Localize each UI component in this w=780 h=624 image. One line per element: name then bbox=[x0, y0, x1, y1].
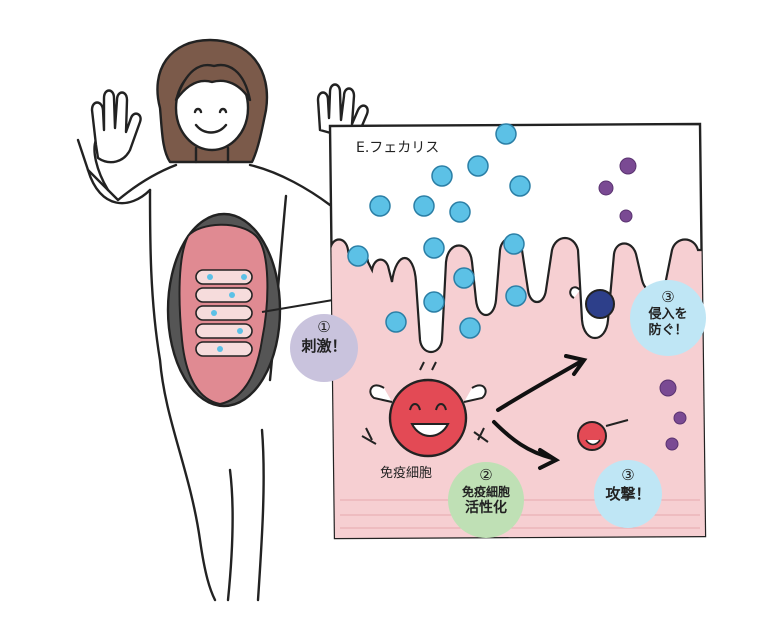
step-3b-text: 攻撃！ bbox=[605, 484, 651, 503]
step-3b-number: ③ bbox=[621, 466, 635, 484]
step-2-line2: 活性化 bbox=[465, 499, 507, 516]
blocked-pathogen bbox=[569, 286, 615, 319]
arrows bbox=[492, 354, 588, 470]
smile bbox=[194, 123, 228, 134]
badge-3b bbox=[594, 460, 662, 528]
bacteria-group bbox=[347, 123, 531, 339]
step-1-number: ① bbox=[317, 318, 331, 336]
step-2-number: ② bbox=[479, 466, 493, 484]
step-1-label: ① 刺激！ bbox=[290, 318, 358, 356]
small-immune-cell bbox=[577, 419, 629, 451]
left-hand bbox=[90, 89, 142, 164]
torso bbox=[86, 163, 332, 207]
abdomen-intestines bbox=[166, 212, 334, 408]
step-3a-line1: 侵入を bbox=[648, 306, 688, 322]
person-figure bbox=[76, 38, 369, 602]
arrow-up bbox=[496, 360, 582, 412]
step-1-text: 刺激！ bbox=[301, 336, 347, 355]
step-3a-label: ③ 侵入を 防ぐ！ bbox=[630, 288, 706, 339]
step-3b-label: ③ 攻撃！ bbox=[594, 466, 662, 504]
bacteria-label: E.フェカリス bbox=[356, 140, 440, 156]
step-2-label: ② 免疫細胞 活性化 bbox=[446, 466, 526, 517]
pathogens bbox=[598, 157, 687, 451]
step-badges bbox=[290, 280, 706, 538]
badge-2 bbox=[448, 462, 524, 538]
step-3a-line2: 防ぐ！ bbox=[648, 323, 688, 338]
badge-1 bbox=[290, 314, 358, 382]
immune-cell bbox=[361, 361, 489, 458]
step-3a-number: ③ bbox=[661, 288, 675, 306]
step-2-line1: 免疫細胞 bbox=[461, 484, 510, 499]
badge-3a bbox=[630, 280, 706, 356]
immune-cell-label: 免疫細胞 bbox=[380, 466, 433, 481]
arrow-down bbox=[492, 420, 554, 460]
